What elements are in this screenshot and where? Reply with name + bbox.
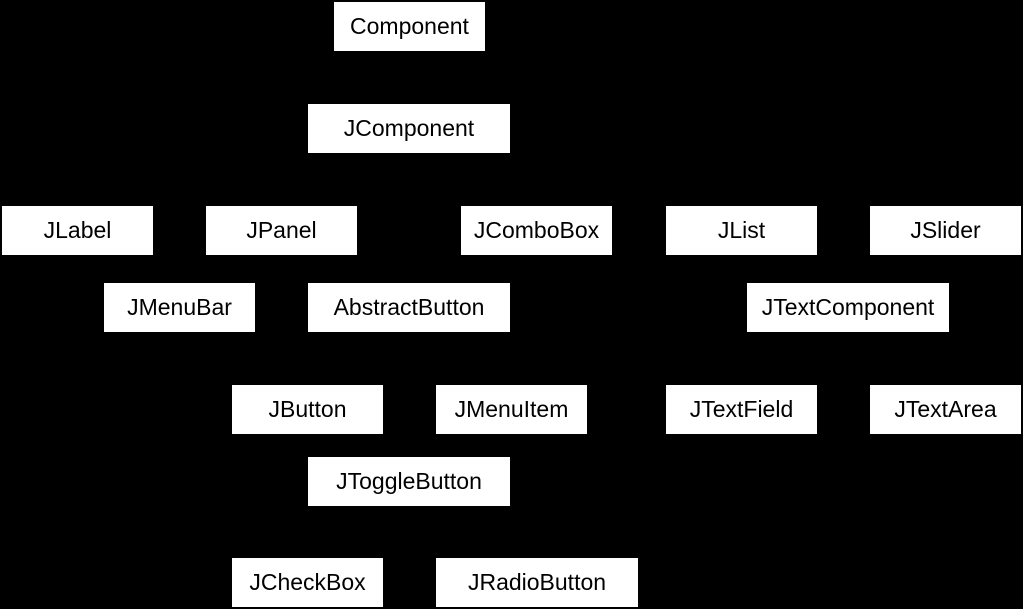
class-label: JMenuItem — [454, 396, 569, 422]
class-box-jtextcomponent: JTextComponent — [746, 282, 950, 333]
inheritance-arrowhead — [840, 332, 856, 350]
class-box-jlabel: JLabel — [1, 205, 154, 256]
class-box-jtextfield: JTextField — [665, 384, 818, 435]
class-label: JComponent — [343, 115, 475, 141]
class-label: JToggleButton — [336, 468, 482, 494]
inheritance-arrowhead — [401, 153, 417, 171]
class-label: JSlider — [910, 217, 981, 243]
class-box-abstractbutton: AbstractButton — [307, 282, 511, 333]
class-box-jslider: JSlider — [869, 205, 1022, 256]
class-label: JLabel — [43, 217, 112, 243]
class-box-jcombobox: JComboBox — [460, 205, 613, 256]
class-label: JList — [717, 217, 766, 243]
class-box-jcomponent: JComponent — [307, 103, 511, 154]
class-box-component: Component — [333, 1, 486, 52]
class-box-jmenuitem: JMenuItem — [435, 384, 588, 435]
class-label: JTextComponent — [761, 294, 935, 320]
class-label: JRadioButton — [467, 569, 607, 595]
class-label: JTextArea — [894, 396, 997, 422]
inheritance-arrowhead — [401, 332, 417, 350]
class-label: Component — [350, 13, 469, 39]
class-box-jradiobutton: JRadioButton — [435, 557, 639, 608]
class-box-jtogglebutton: JToggleButton — [307, 456, 511, 507]
inheritance-arrowhead — [401, 506, 417, 524]
class-label: JCheckBox — [249, 569, 366, 595]
class-label: JMenuBar — [127, 294, 232, 320]
class-box-jcheckbox: JCheckBox — [231, 557, 384, 608]
class-label: JPanel — [246, 217, 317, 243]
class-label: JButton — [268, 396, 347, 422]
class-box-jpanel: JPanel — [205, 205, 358, 256]
class-box-jtextarea: JTextArea — [869, 384, 1022, 435]
class-box-jbutton: JButton — [231, 384, 384, 435]
class-box-jmenubar: JMenuBar — [103, 282, 256, 333]
class-label: JTextField — [689, 396, 794, 422]
class-label: JComboBox — [473, 217, 600, 243]
class-label: AbstractButton — [333, 294, 485, 320]
class-box-jlist: JList — [665, 205, 818, 256]
inheritance-arrowhead — [401, 51, 417, 69]
